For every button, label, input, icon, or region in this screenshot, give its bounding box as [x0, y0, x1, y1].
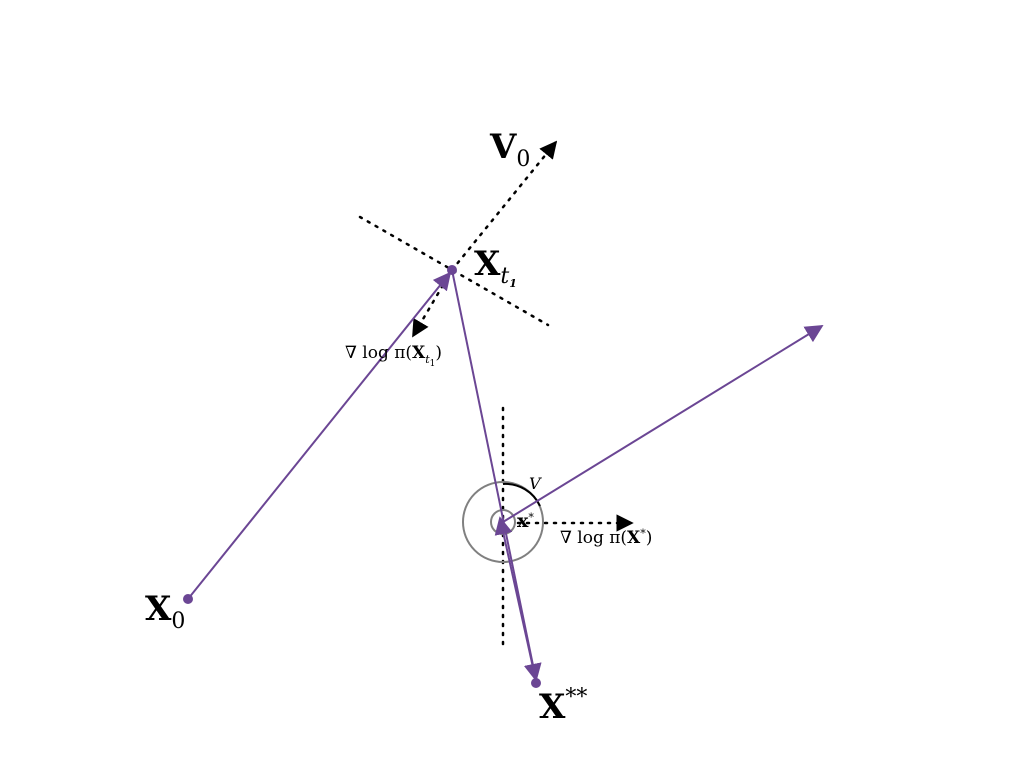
- label-xt1: Xt1: [474, 244, 517, 290]
- label-grad-xt1: ∇ log π(Xt1): [345, 343, 443, 369]
- path-x0-to-xt1: [187, 271, 452, 600]
- outer-circle: [462, 481, 544, 563]
- angle-arc-v: [502, 482, 541, 507]
- v0-direction-line: [450, 140, 558, 272]
- label-grad-xstar: ∇ log π(X*): [560, 527, 653, 548]
- label-xstarstar: X**: [539, 685, 588, 727]
- point-xstarstar: [531, 678, 541, 688]
- label-v0: V0: [490, 127, 531, 172]
- label-xstar: x*: [517, 510, 534, 532]
- path-xstar-outward: [502, 325, 824, 523]
- label-x0: X0: [145, 589, 186, 634]
- gradient-arrow-xt1: [411, 268, 454, 338]
- path-xt1-to-xstarstar: [451, 269, 542, 682]
- label-angle-v: V: [529, 474, 541, 493]
- point-xt1: [447, 265, 457, 275]
- path-xstarstar-to-xstar: [494, 516, 537, 682]
- point-x0: [183, 594, 193, 604]
